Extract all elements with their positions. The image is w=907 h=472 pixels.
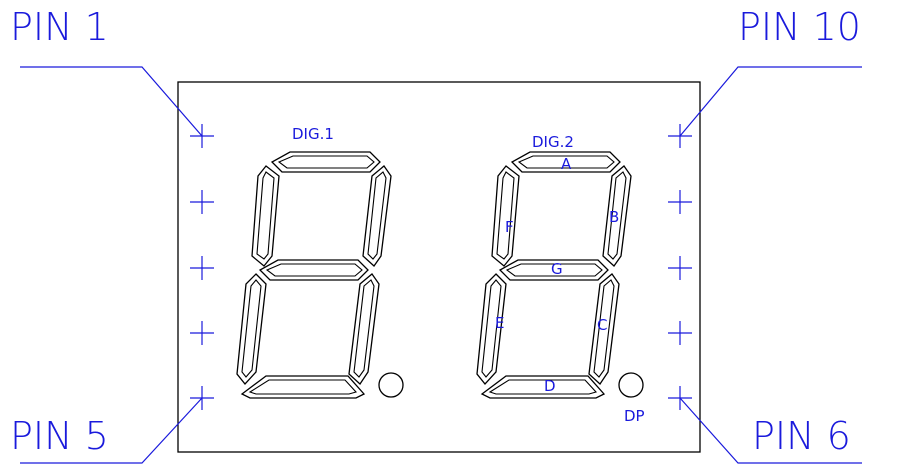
digit-1-decimal-point: [378, 372, 404, 398]
segment-e-label: E: [495, 314, 504, 332]
segment-c-label: C: [597, 316, 607, 334]
segment-a-label: A: [561, 155, 572, 173]
segment-b-label: B: [609, 208, 619, 226]
digit-2-segment-f: [491, 165, 520, 267]
digit-2: [476, 151, 644, 399]
digit-2-segment-d: [480, 375, 606, 399]
pin-5-label: PIN 5: [10, 414, 109, 458]
segment-d-label: D: [544, 377, 556, 395]
digit-1-segment-d: [240, 375, 366, 399]
digit-2-segment-e: [476, 273, 507, 385]
pin-6-label: PIN 6: [752, 414, 851, 458]
pin-10-label: PIN 10: [738, 5, 861, 49]
digit-2-segment-c: [588, 273, 620, 385]
digit-1-segment-e-inner: [241, 279, 262, 378]
digit-2-segment-c-inner: [593, 279, 615, 378]
digit-1-segment-g-inner: [265, 263, 363, 277]
digit-1-segment-f: [251, 165, 280, 267]
segment-dp-label: DP: [624, 407, 645, 425]
digit-2-segment-a: [510, 151, 621, 173]
digit-2-segment-b: [602, 165, 632, 267]
right-pin-markers: [668, 124, 692, 410]
pin-1-label: PIN 1: [10, 5, 109, 49]
digit-1-segment-d-inner: [248, 379, 358, 395]
digit-1-segment-b-inner: [367, 171, 387, 260]
digit-1-segment-a-inner: [277, 155, 375, 169]
leader-lines: [20, 66, 862, 464]
segment-f-label: F: [505, 218, 514, 236]
digit-1-segment-a: [270, 151, 381, 173]
digit-2-segment-f-inner: [496, 171, 515, 260]
digit-1-segment-e: [236, 273, 267, 385]
digit-2-segment-b-inner: [607, 171, 627, 260]
digit-2-segment-g-inner: [505, 263, 603, 277]
digit-1-segment-f-inner: [256, 171, 275, 260]
digit-2-label: DIG.2: [532, 133, 574, 151]
digit-1-segment-b: [362, 165, 392, 267]
digit-1-label: DIG.1: [292, 125, 334, 143]
digit-1-segment-g: [258, 259, 369, 281]
digit-2-segment-d-inner: [488, 379, 598, 395]
left-pin-markers: [190, 124, 214, 410]
segment-g-label: G: [551, 260, 563, 278]
digit-1-segment-c: [348, 273, 380, 385]
digit-2-segment-a-inner: [517, 155, 615, 169]
digit-2-segment-g: [498, 259, 609, 281]
digit-2-decimal-point: [618, 372, 644, 398]
package-outline: [177, 81, 701, 453]
digit-1: [236, 151, 404, 399]
digit-2-segment-e-inner: [481, 279, 502, 378]
digit-1-segment-c-inner: [353, 279, 375, 378]
